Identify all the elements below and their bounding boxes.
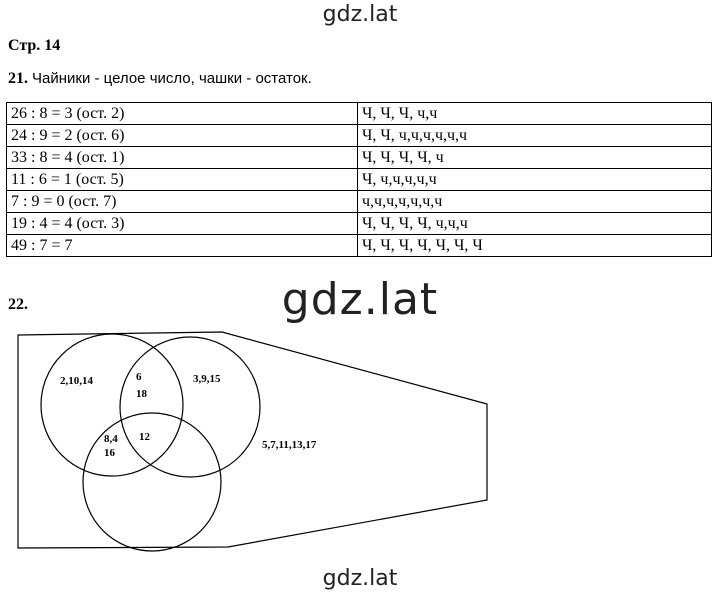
expression-cell: 24 : 9 = 2 (ост. 6) [6,124,358,147]
answer-cell: Ч, Ч, Ч, Ч, Ч, Ч, Ч [357,234,712,257]
answer-cell: Ч, Ч, Ч, ч,ч [357,102,712,125]
watermark-middle: gdz.lat [281,274,439,325]
venn-diagram: 2,10,14 6 18 3,9,15 8,4 16 12 5,7,11,13,… [17,331,488,552]
table-row: 26 : 8 = 3 (ост. 2) Ч, Ч, Ч, ч,ч [6,102,712,125]
right-circle [119,336,261,478]
expression-cell: 11 : 6 = 1 (ост. 5) [6,168,358,191]
expression-cell: 7 : 9 = 0 (ост. 7) [6,190,358,213]
region-outside: 5,7,11,13,17 [262,439,317,451]
answer-cell: Ч, Ч, ч,ч,ч,ч,ч,ч [357,124,712,147]
region-left-bottom-line2: 16 [104,447,116,459]
watermark-top: gdz.lat [322,2,398,27]
bottom-circle [82,412,222,552]
region-left-right-line2: 18 [136,388,148,400]
task-21-text: Чайники - целое число, чашки - остаток. [32,70,312,87]
table-row: 24 : 9 = 2 (ост. 6) Ч, Ч, ч,ч,ч,ч,ч,ч [6,124,712,147]
expression-cell: 49 : 7 = 7 [6,234,358,257]
region-left-only: 2,10,14 [60,375,94,387]
table-row: 7 : 9 = 0 (ост. 7) ч,ч,ч,ч,ч,ч,ч [6,190,712,213]
table-row: 33 : 8 = 4 (ост. 1) Ч, Ч, Ч, Ч, ч [6,146,712,169]
expression-cell: 19 : 4 = 4 (ост. 3) [6,212,358,235]
answers-table: 26 : 8 = 3 (ост. 2) Ч, Ч, Ч, ч,ч 24 : 9 … [6,102,712,257]
region-left-bottom-line1: 8,4 [104,433,118,445]
region-right-only: 3,9,15 [193,373,221,385]
watermark-bottom: gdz.lat [322,566,398,591]
answer-cell: ч,ч,ч,ч,ч,ч,ч [357,190,712,213]
table-row: 49 : 7 = 7 Ч, Ч, Ч, Ч, Ч, Ч, Ч [6,234,712,257]
answer-cell: Ч, ч,ч,ч,ч,ч [357,168,712,191]
table-row: 19 : 4 = 4 (ост. 3) Ч, Ч, Ч, Ч, ч,ч,ч [6,212,712,235]
expression-cell: 26 : 8 = 3 (ост. 2) [6,102,358,125]
answer-cell: Ч, Ч, Ч, Ч, ч [357,146,712,169]
expression-cell: 33 : 8 = 4 (ост. 1) [6,146,358,169]
region-center: 12 [139,431,151,443]
table-row: 11 : 6 = 1 (ост. 5) Ч, ч,ч,ч,ч,ч [6,168,712,191]
left-circle [40,333,184,477]
page-label: Стр. 14 [8,37,61,54]
region-left-right-line1: 6 [136,371,142,383]
outer-shape [17,331,488,549]
task-22-number: 22. [8,296,28,313]
answer-cell: Ч, Ч, Ч, Ч, ч,ч,ч [357,212,712,235]
task-21-heading: 21. Чайники - целое число, чашки - остат… [8,70,312,88]
task-21-number: 21. [8,70,28,87]
